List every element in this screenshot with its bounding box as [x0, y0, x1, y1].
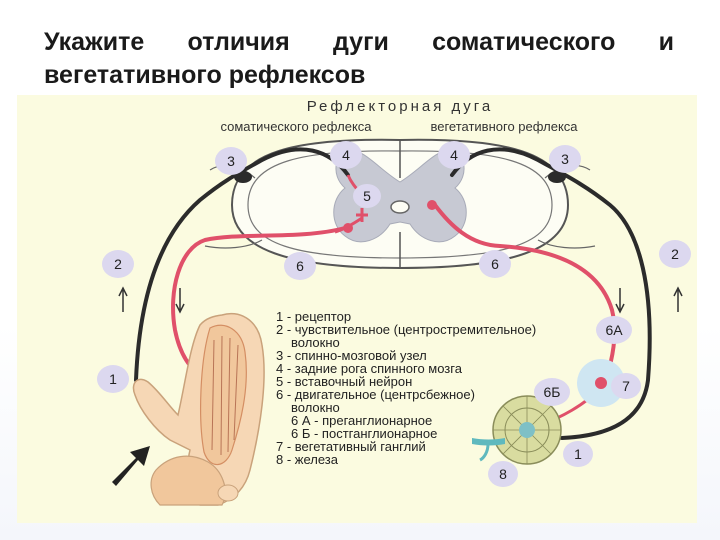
spinal-cord	[204, 138, 596, 270]
badge-label: 7	[622, 378, 630, 394]
vegetative-neuron-body	[427, 200, 437, 210]
badge-label: 5	[363, 188, 371, 204]
stimulus-arrow-icon	[112, 446, 150, 486]
legend-item: 2 - чувствительное (центростремительное)	[276, 322, 536, 337]
badge-label: 2	[671, 246, 679, 262]
title-line-2: вегетативного рефлексов	[44, 61, 366, 89]
diagram-header: Рефлекторная дуга	[307, 98, 494, 115]
badge-8	[488, 461, 518, 487]
legend-item: 6 - двигательное (центрсбежное)	[276, 387, 475, 402]
badge-label: 1	[109, 371, 117, 387]
badge-label: 6А	[605, 322, 623, 338]
badge-5	[353, 184, 381, 208]
badge-label: 1	[574, 446, 582, 462]
badge-label: 3	[227, 153, 235, 169]
spinal-ganglion-right	[548, 171, 566, 183]
badge-label: 6	[491, 256, 499, 272]
number-badges: 3 4 5 4 3 2 6 6 2 1 6А 6Б 7 1 8	[97, 141, 691, 487]
subheader-somatic: соматического рефлекса	[220, 119, 372, 134]
gland	[472, 395, 562, 465]
synapse-mark	[356, 208, 368, 222]
spinal-ganglion-left	[234, 171, 252, 183]
legend-item: 6 А - преганглионарное	[291, 413, 432, 428]
badge-3-right	[549, 145, 581, 173]
legend-item: 8 - железа	[276, 452, 339, 467]
badge-label: 6Б	[544, 384, 561, 400]
legend: 1 - рецептор 2 - чувствительное (центрос…	[276, 309, 536, 467]
subheader-vegetative: вегетативного рефлекса	[430, 119, 578, 134]
title-word: Укажите	[44, 28, 145, 56]
title-line-1: Укажите отличия дуги соматического и	[44, 26, 674, 59]
badge-label: 8	[499, 466, 507, 482]
arm-illustration	[132, 312, 265, 506]
badge-label: 6	[296, 258, 304, 274]
badge-1-left	[97, 365, 129, 393]
legend-item: 7 - вегетативный ганглий	[276, 439, 426, 454]
badge-label: 2	[114, 256, 122, 272]
legend-item: 5 - вставочный нейрон	[276, 374, 412, 389]
direction-arrows	[118, 286, 683, 314]
badge-2-left	[102, 250, 134, 278]
title-word: дуги	[333, 28, 389, 56]
badge-label: 4	[450, 147, 458, 163]
ganglion-neuron	[595, 377, 607, 389]
badge-6b	[534, 378, 570, 406]
legend-item: 3 - спинно-мозговой узел	[276, 348, 427, 363]
legend-item: 6 Б - постганглионарное	[291, 426, 437, 441]
badge-label: 3	[561, 151, 569, 167]
sensory-fibers	[134, 147, 652, 440]
badge-3-left	[215, 147, 247, 175]
badge-4-left	[330, 141, 362, 169]
badge-6-left	[284, 252, 316, 280]
badge-1-right	[563, 441, 593, 467]
slide-title: Укажите отличия дуги соматического и вег…	[44, 26, 674, 92]
badge-2-right	[659, 240, 691, 268]
legend-item: 1 - рецептор	[276, 309, 351, 324]
badge-6-right	[479, 250, 511, 278]
legend-item: 4 - задние рога спинного мозга	[276, 361, 463, 376]
badge-7	[611, 373, 641, 399]
title-word: и	[658, 28, 674, 56]
badge-6a	[596, 316, 632, 344]
badge-label: 4	[342, 147, 350, 163]
badge-4-right	[438, 141, 470, 169]
interneuron-body	[343, 223, 353, 233]
legend-item: волокно	[291, 400, 340, 415]
title-word: отличия	[187, 28, 290, 56]
title-word: соматического	[432, 28, 616, 56]
legend-item: волокно	[291, 335, 340, 350]
